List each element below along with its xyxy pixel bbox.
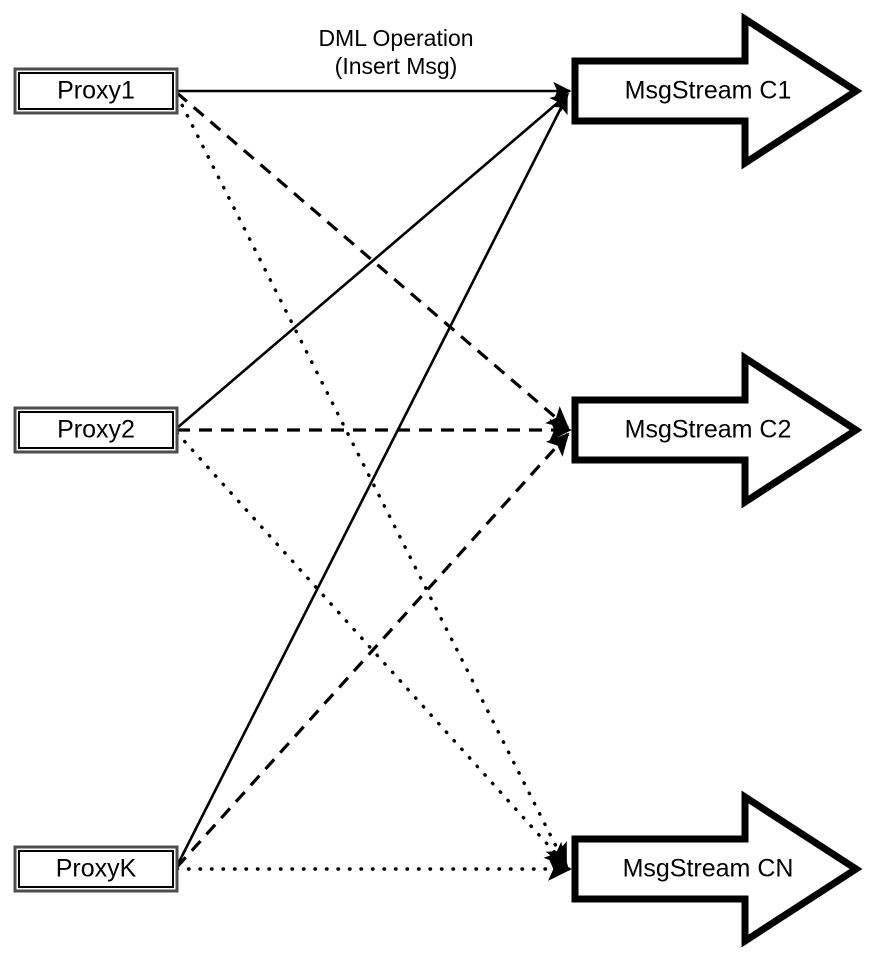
stream-c2-shape	[571, 351, 863, 509]
link-proxyk-to-stream-c1[interactable]	[175, 94, 569, 867]
stream-cn[interactable]: MsgStream CN	[571, 790, 863, 948]
stream-cn-label: MsgStream CN	[623, 855, 794, 883]
proxy1[interactable]: Proxy1	[13, 67, 179, 115]
link-proxyk-to-stream-c2[interactable]	[175, 432, 570, 869]
stream-cn-shape	[571, 790, 863, 948]
proxyk-label: ProxyK	[56, 855, 137, 883]
link-group	[175, 81, 572, 881]
proxy2-box-inner	[18, 411, 174, 449]
edge-caption-line1: DML Operation	[318, 25, 473, 51]
stream-c2-label: MsgStream C2	[625, 416, 792, 444]
proxyk-box-inner	[18, 850, 174, 888]
proxy2[interactable]: Proxy2	[13, 406, 179, 454]
proxy1-label: Proxy1	[57, 77, 135, 105]
link-proxy2-to-stream-c1[interactable]	[176, 93, 570, 429]
link-proxy1-to-stream-c2[interactable]	[175, 91, 570, 430]
proxyk[interactable]: ProxyK	[13, 845, 179, 893]
stream-c2[interactable]: MsgStream C2	[571, 351, 863, 509]
edge-caption: DML Operation (Insert Msg)	[318, 25, 473, 79]
proxy1-box-inner	[18, 72, 174, 110]
edge-caption-line2: (Insert Msg)	[335, 53, 458, 79]
proxy2-label: Proxy2	[57, 416, 135, 444]
stream-c1[interactable]: MsgStream C1	[571, 12, 863, 170]
stream-c1-shape	[571, 12, 863, 170]
stream-c1-label: MsgStream C1	[625, 77, 792, 105]
